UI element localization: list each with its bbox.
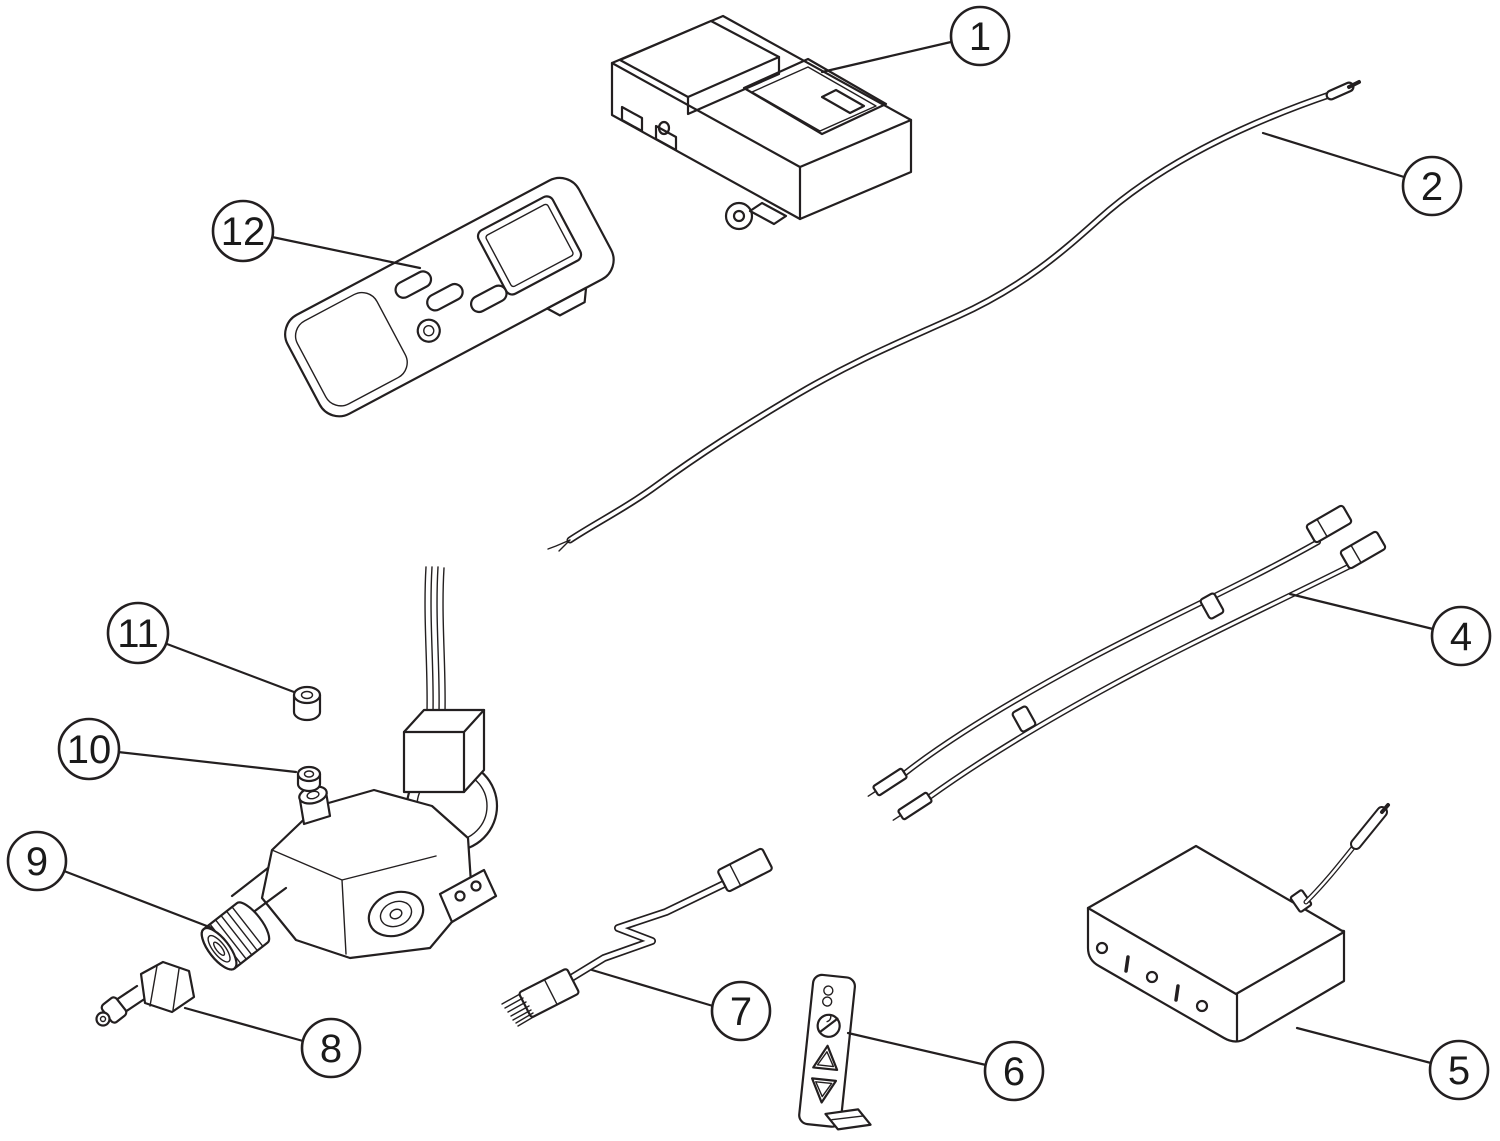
callout-number: 6: [1003, 1050, 1025, 1094]
diagram-art: 1 2 4 5 6: [6, 5, 1492, 1131]
remote-display: [476, 195, 583, 296]
callout-number: 10: [67, 728, 112, 772]
callout-circle: [983, 1040, 1045, 1102]
part-5-receiver-module: [1086, 803, 1390, 1043]
callout-circle: [6, 830, 68, 892]
callout-number: 5: [1448, 1049, 1470, 1093]
callout-11: 11: [106, 601, 296, 694]
callouts: 1 2 4 5 6: [6, 5, 1492, 1102]
callout-number: 11: [117, 612, 159, 656]
callout-circle: [300, 1017, 362, 1079]
part-10-grommet: [296, 765, 322, 793]
harness-connector: [1339, 530, 1387, 570]
callout-5: 5: [1295, 1026, 1490, 1101]
callout-number: 1: [969, 15, 991, 59]
callout-4: 4: [1288, 592, 1492, 667]
part-8-pilot-fitting: [95, 960, 196, 1027]
remote-button: [426, 282, 464, 312]
part-11-bushing: [292, 685, 322, 722]
part-6-control-panel-overlay: [798, 973, 872, 1131]
leader-line: [1288, 592, 1435, 631]
leader-line: [270, 235, 422, 270]
part-12-remote-handset: [284, 176, 615, 418]
callout-circle: [1428, 1039, 1490, 1101]
callout-9: 9: [6, 830, 214, 930]
callout-8: 8: [183, 1006, 362, 1079]
part-1-receiver-box: [610, 14, 913, 231]
callout-10: 10: [57, 717, 298, 781]
remote-power-button: [416, 318, 441, 343]
up-arrow-button: [812, 1044, 839, 1072]
spade-terminal: [892, 791, 933, 821]
leader-line: [590, 968, 715, 1008]
cable-plug: [717, 847, 773, 893]
leader-line: [1261, 131, 1406, 179]
leader-line: [165, 642, 296, 694]
leader-line: [846, 1031, 988, 1067]
knurled-cap: [200, 901, 271, 971]
battery-door: [294, 291, 408, 407]
remote-button: [469, 284, 508, 314]
leader-line: [1295, 1026, 1433, 1065]
callout-number: 2: [1421, 165, 1443, 209]
callout-circle: [949, 5, 1011, 67]
callout-circle: [710, 980, 772, 1042]
callout-2: 2: [1261, 131, 1463, 217]
callout-number: 7: [730, 990, 752, 1034]
callout-circle: [1401, 155, 1463, 217]
callout-circle: [1430, 605, 1492, 667]
callout-circle: [57, 717, 121, 781]
part-2-sensor-cable: [547, 80, 1361, 552]
flame-off-icon: [816, 1013, 841, 1038]
callout-number: 9: [26, 840, 48, 884]
callout-number: 4: [1450, 615, 1472, 659]
harness-connector: [1305, 504, 1353, 544]
leader-line: [183, 1006, 305, 1043]
leader-line: [820, 40, 953, 74]
leader-line: [116, 750, 298, 774]
callout-1: 1: [820, 5, 1011, 74]
callout-12: 12: [211, 199, 422, 270]
part-9-gas-valve: [200, 566, 499, 971]
callout-number: 12: [221, 210, 266, 254]
callout-circle: [106, 601, 170, 665]
outlet-port: [367, 890, 425, 938]
callout-circle: [211, 199, 275, 263]
mounting-ear: [724, 201, 754, 231]
pin-connector: [518, 968, 580, 1018]
part-7-connector-cable: [501, 847, 773, 1027]
down-arrow-button: [810, 1077, 838, 1104]
remote-button: [394, 270, 433, 299]
callout-7: 7: [590, 968, 772, 1042]
part-4-wire-harness: [867, 504, 1387, 821]
antenna: [1306, 803, 1390, 902]
callout-6: 6: [846, 1031, 1045, 1102]
leader-line: [62, 869, 214, 930]
callout-number: 8: [320, 1027, 342, 1071]
spade-terminal: [867, 767, 908, 797]
